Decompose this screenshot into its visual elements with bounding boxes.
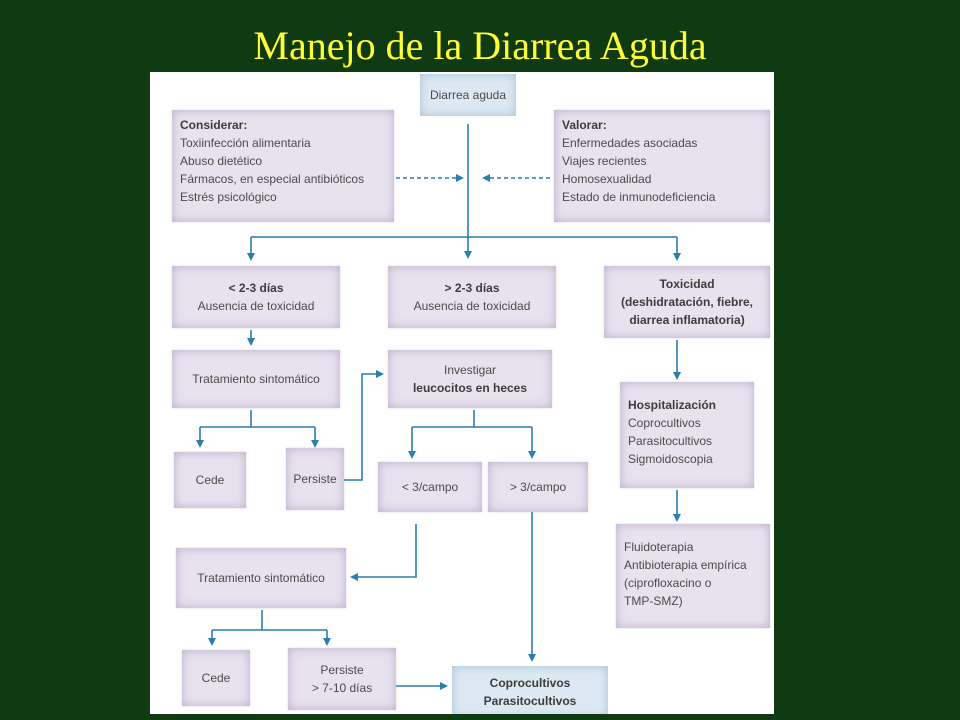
fluidoterapia-item: (ciprofloxacino o [624,576,712,590]
flowchart-panel: Diarrea aguda Considerar: Toxiinfección … [150,72,774,714]
persiste2-line1: Persiste [320,663,364,677]
hospitalizacion-item: Sigmoidoscopia [628,452,713,466]
valorar-item: Viajes recientes [562,154,647,168]
node-fluidoterapia: Fluidoterapia Antibioterapia empírica (c… [616,524,770,628]
node-diarrea-aguda: Diarrea aguda [420,74,516,116]
node-mas-campo: > 3/campo [488,462,588,512]
fluidoterapia-item: TMP-SMZ) [624,594,683,608]
arrow-persiste-to-investigar [344,370,384,481]
final-line2: Parasitocultivos [483,694,577,708]
valorar-item: Estado de inmunodeficiencia [562,190,716,204]
node-cede-2: Cede [182,650,250,706]
hospitalizacion-heading: Hospitalización [628,398,717,412]
toxicidad-line3: diarrea inflamatoria) [629,313,745,327]
node-considerar: Considerar: Toxiinfección alimentaria Ab… [172,110,394,222]
cede1-label: Cede [195,473,225,487]
valorar-item: Homosexualidad [562,172,652,186]
investigar-line2: leucocitos en heces [412,381,528,395]
node-persiste-2: Persiste > 7-10 días [288,648,396,710]
considerar-heading: Considerar: [180,118,248,132]
mas-campo-label: > 3/campo [509,480,567,494]
tratamiento2-label: Tratamiento sintomático [197,571,325,585]
node-toxicidad: Toxicidad (deshidratación, fiebre, diarr… [604,266,770,338]
final-line1: Coprocultivos [489,676,571,690]
node-coprocultivos-final: Coprocultivos Parasitocultivos [452,666,608,714]
persiste1-label: Persiste [293,472,337,486]
persiste2-line2: > 7-10 días [311,681,373,695]
slide-title: Manejo de la Diarrea Aguda [253,23,707,68]
node-investigar: Investigar leucocitos en heces [388,350,552,408]
toxicidad-line2: (deshidratación, fiebre, [620,295,754,309]
mas-dias-line1: > 2-3 días [444,281,500,295]
considerar-item: Abuso dietético [180,154,263,168]
menos-dias-line1: < 2-3 días [228,281,284,295]
considerar-item: Toxiinfección alimentaria [180,136,311,150]
menos-campo-label: < 3/campo [401,480,459,494]
cede2-label: Cede [201,671,231,685]
node-tratamiento-sintomatico-1: Tratamiento sintomático [172,350,340,408]
considerar-item: Estrés psicológico [180,190,277,204]
node-cede-1: Cede [174,452,246,508]
fluidoterapia-item: Fluidoterapia [624,540,694,554]
node-hospitalizacion: Hospitalización Coprocultivos Parasitocu… [620,382,754,488]
toxicidad-line1: Toxicidad [659,277,715,291]
hospitalizacion-item: Parasitocultivos [628,434,713,448]
node-diarrea-aguda-label: Diarrea aguda [429,88,507,102]
node-menos-dias: < 2-3 días Ausencia de toxicidad [172,266,340,328]
valorar-item: Enfermedades asociadas [562,136,698,150]
hospitalizacion-item: Coprocultivos [628,416,701,430]
node-menos-campo: < 3/campo [378,462,482,512]
node-persiste-1: Persiste [286,448,344,510]
menos-dias-line2: Ausencia de toxicidad [197,299,315,313]
investigar-line1: Investigar [443,363,497,377]
fluidoterapia-item: Antibioterapia empírica [624,558,747,572]
considerar-item: Fármacos, en especial antibióticos [180,172,365,186]
node-mas-dias: > 2-3 días Ausencia de toxicidad [388,266,556,328]
mas-dias-line2: Ausencia de toxicidad [413,299,531,313]
node-tratamiento-sintomatico-2: Tratamiento sintomático [176,548,346,608]
valorar-heading: Valorar: [562,118,607,132]
flowchart-connectors [196,124,681,690]
arrow-to-tratamiento2 [350,524,417,581]
tratamiento1-label: Tratamiento sintomático [192,372,320,386]
node-valorar: Valorar: Enfermedades asociadas Viajes r… [554,110,770,222]
